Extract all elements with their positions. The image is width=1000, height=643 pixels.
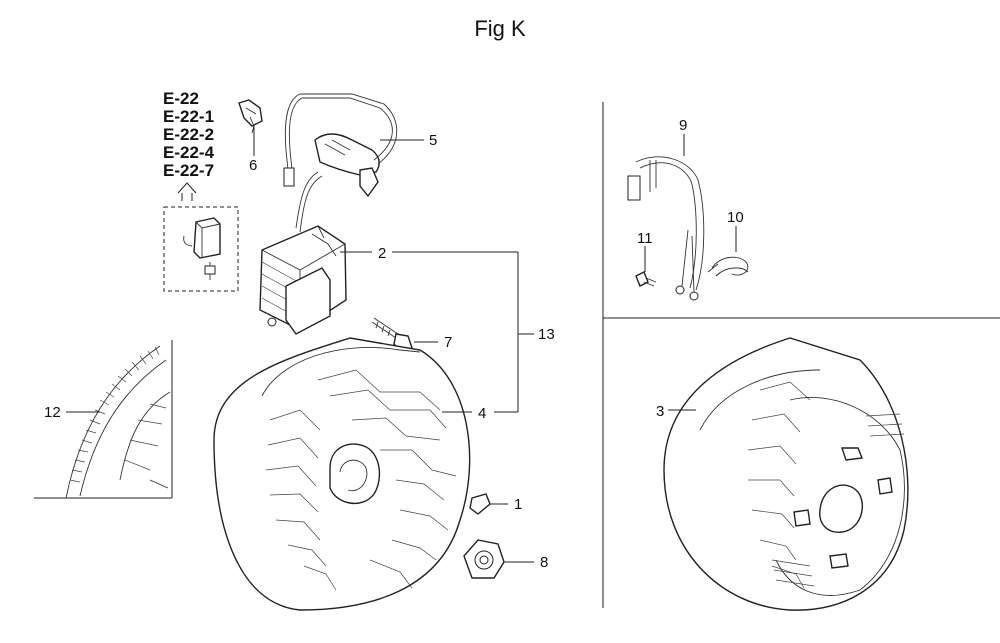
reference-arrow-icon: [177, 182, 197, 201]
ignition-coil: [259, 225, 347, 335]
flywheel-nut: [463, 539, 505, 579]
ring-gear: [65, 345, 171, 499]
callout-5: 5: [429, 132, 437, 149]
callout-2: 2: [378, 245, 386, 262]
callout-4: 4: [478, 405, 486, 422]
wire-clamp: [707, 256, 749, 277]
callout-13: 13: [538, 326, 555, 343]
callout-10: 10: [727, 209, 744, 226]
flywheel-rear: [663, 337, 909, 611]
callout-12: 12: [44, 404, 61, 421]
callout-labels: 1 2 3 4 5 6 7 8 9 10 11 12 13: [44, 117, 744, 571]
screw-part: [635, 271, 657, 287]
reference-code: E-22-4: [163, 143, 215, 162]
reference-code-list: E-22 E-22-1 E-22-2 E-22-4 E-22-7: [163, 90, 214, 180]
reference-code: E-22: [163, 89, 199, 108]
panel-dividers: [602, 102, 1000, 608]
callout-8: 8: [540, 554, 548, 571]
callout-11: 11: [637, 230, 653, 247]
spark-plug-cap-wire: [283, 93, 398, 233]
callout-leaders: [34, 126, 737, 563]
reference-code: E-22-2: [163, 125, 215, 144]
callout-3: 3: [656, 403, 664, 420]
callout-6: 6: [249, 157, 257, 174]
reference-code: E-22-7: [163, 161, 215, 180]
reference-code: E-22-1: [163, 107, 215, 126]
woodruff-key: [469, 493, 491, 515]
callout-1: 1: [514, 496, 522, 513]
clip-part: [238, 99, 263, 134]
callout-7: 7: [444, 334, 452, 351]
flywheel-front: [213, 337, 471, 611]
figure-title: Fig K: [474, 16, 526, 41]
callout-9: 9: [679, 117, 687, 134]
wire-harness: [627, 156, 705, 301]
alternate-ignition-coil: [163, 206, 239, 292]
